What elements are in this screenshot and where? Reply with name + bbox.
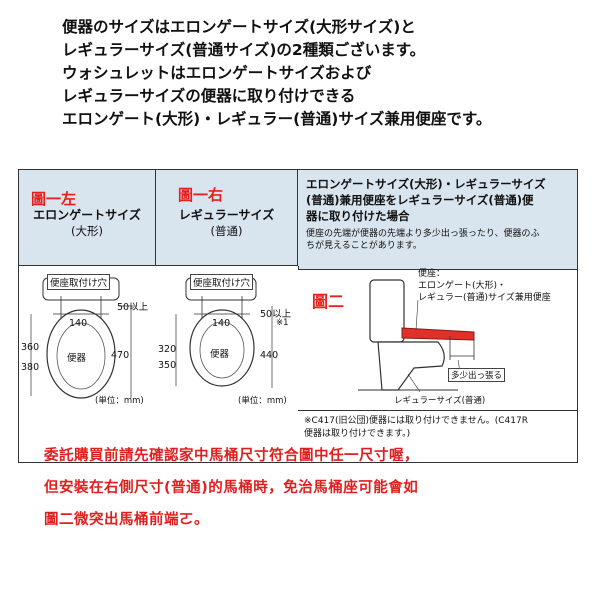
footnote-line: 便器は取り付けできます。): [304, 429, 411, 439]
label-fig2: 圖二: [312, 292, 345, 311]
regular-header: 圖一右 レギュラーサイズ (普通): [156, 170, 298, 266]
mount-hole-label: 便座取付け穴: [190, 274, 254, 290]
bowl-label: 便器: [67, 353, 87, 364]
regular-diagram: 便座取付け穴 140 50以上 ※1 320 350 440 便器 (単位：mm…: [156, 266, 299, 410]
dim-470: 470: [111, 350, 130, 361]
elongate-subtitle: (大形): [71, 224, 103, 238]
dim-50: 50以上: [260, 309, 292, 320]
combo-desc-line: ちが見えることがあります。: [306, 241, 422, 251]
note-mark: ※1: [276, 318, 289, 328]
seat-label-line: レギュラー(普通)サイズ兼用便座: [418, 293, 551, 303]
footnote-line: ※C417(旧公団)便器には取り付けできません。(C417R: [304, 416, 528, 426]
dim-50: 50以上: [117, 302, 149, 313]
footnote-box: ※C417(旧公団)便器には取り付けできません。(C417R 便器は取り付けでき…: [298, 410, 577, 462]
combo-header-line: エロンゲートサイズ(大形)・レギュラーサイズ: [306, 177, 546, 191]
size-figure: 圖一左 エロンゲートサイズ (大形) 圖一右 レギュラーサイズ (普通) エロン…: [18, 169, 578, 463]
dim-140: 140: [212, 318, 231, 329]
intro-line: ウォシュレットはエロンゲートサイズおよび: [62, 64, 372, 82]
mount-hole-label: 便座取付け穴: [47, 274, 111, 290]
intro-line: エロンゲート(大形)・レギュラー(普通)サイズ兼用便座です。: [62, 110, 492, 128]
regular-toilet-label: レギュラーサイズ(普通): [394, 396, 486, 406]
dim-140: 140: [69, 318, 88, 329]
combo-header-line: (普通)兼用便座をレギュラーサイズ(普通)便: [306, 193, 534, 207]
combo-header: エロンゲートサイズ(大形)・レギュラーサイズ (普通)兼用便座をレギュラーサイズ…: [298, 170, 577, 270]
elongate-title: エロンゲートサイズ: [33, 208, 141, 222]
elongate-header: 圖一左 エロンゲートサイズ (大形): [19, 170, 156, 266]
unit-label: (単位：mm): [95, 396, 144, 406]
regular-title: レギュラーサイズ: [178, 208, 275, 222]
toilet-side-drawing: [358, 279, 475, 393]
unit-label: (単位：mm): [238, 396, 287, 406]
side-view-diagram: 圖二 便座： エロンゲート(大形)・ レギュラー(普通)サイズ兼用便座 多少出っ…: [298, 268, 577, 410]
protrude-label: 多少出っ張る: [448, 368, 506, 382]
dim-380: 380: [21, 362, 40, 373]
label-fig1-right: 圖一右: [178, 186, 224, 204]
intro-text: 便器のサイズはエロンゲートサイズ(大形サイズ)と レギュラーサイズ(普通サイズ)…: [62, 16, 582, 131]
purchase-note-line: 但安裝在右側尺寸(普通)的馬桶時，免治馬桶座可能會如: [44, 480, 419, 496]
intro-line: レギュラーサイズの便器に取り付けできる: [62, 87, 356, 105]
dim-320: 320: [158, 344, 177, 355]
footnote: ※C417(旧公団)便器には取り付けできません。(C417R 便器は取り付けでき…: [304, 415, 573, 441]
purchase-note: 委託購買前請先確認家中馬桶尺寸符合圖中任一尺寸喔， 但安裝在右側尺寸(普通)的馬…: [44, 440, 584, 536]
dim-360: 360: [21, 342, 40, 353]
combo-header-line: 器に取り付けた場合: [306, 209, 410, 223]
bowl-label: 便器: [210, 349, 230, 360]
purchase-note-line: 圖二微突出馬桶前端ㄛ。: [44, 512, 209, 528]
elongate-diagram: 便座取付け穴 140 50以上 360 380 470 便器 (単位：mm): [19, 266, 157, 410]
seat-label: 便座： エロンゲート(大形)・ レギュラー(普通)サイズ兼用便座: [418, 268, 551, 304]
purchase-note-line: 委託購買前請先確認家中馬桶尺寸符合圖中任一尺寸喔，: [44, 448, 419, 464]
intro-line: 便器のサイズはエロンゲートサイズ(大形サイズ)と: [62, 18, 416, 36]
dim-440: 440: [260, 350, 279, 361]
intro-line: レギュラーサイズ(普通サイズ)の2種類ございます。: [62, 41, 426, 59]
combo-desc-line: 便座の先端が便器の先端より多少出っ張ったり、便器のふ: [306, 229, 540, 239]
regular-subtitle: (普通): [210, 224, 243, 238]
seat-label-line: 便座：: [418, 269, 446, 279]
dim-350: 350: [158, 360, 177, 371]
label-fig1-left: 圖一左: [31, 190, 77, 208]
seat-label-line: エロンゲート(大形)・: [418, 281, 507, 291]
